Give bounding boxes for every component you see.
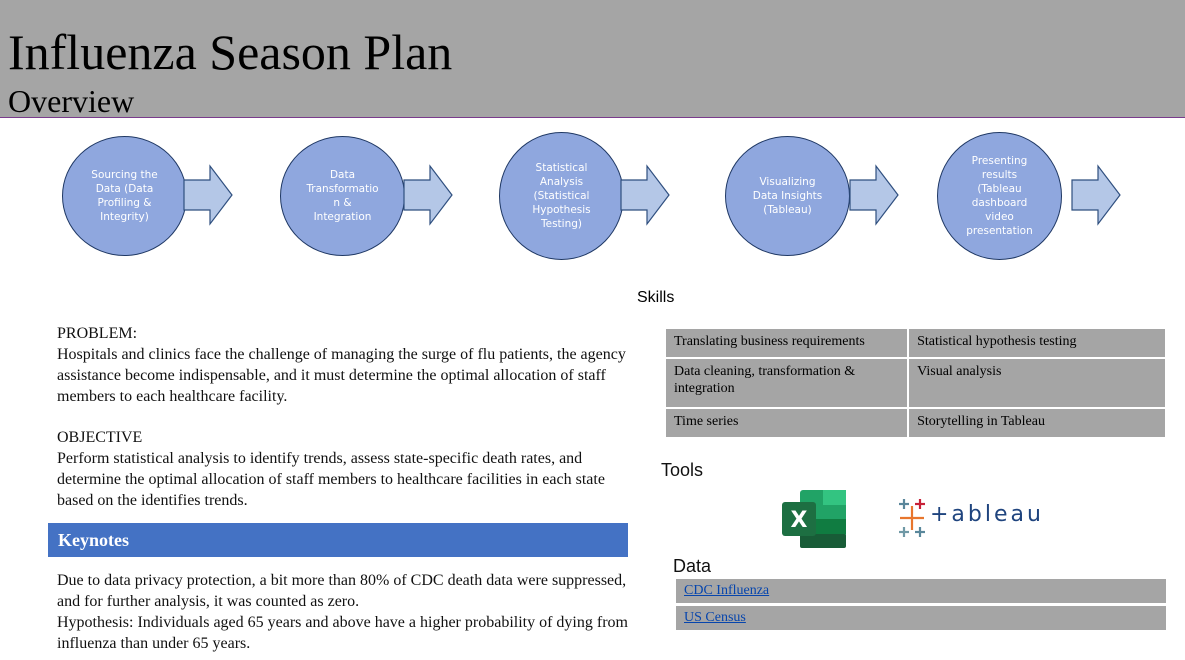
excel-icon: X	[782, 490, 846, 548]
link-cdc-influenza[interactable]: CDC Influenza	[676, 579, 1166, 603]
skills-heading: Skills	[637, 289, 675, 306]
page-subtitle: Overview	[8, 83, 135, 119]
keynotes-line-hypothesis: Hypothesis: Individuals aged 65 years an…	[57, 614, 628, 652]
tableau-logo	[899, 499, 925, 537]
page-title: Influenza Season Plan	[8, 24, 453, 80]
objective-section: OBJECTIVE Perform statistical analysis t…	[57, 427, 637, 511]
tools-heading: Tools	[661, 460, 704, 480]
skill-cell: Storytelling in Tableau	[907, 407, 1167, 439]
tableau-wordmark: +ableau	[930, 502, 1044, 527]
process-step-sourcing: Sourcing the Data (Data Profiling & Inte…	[62, 136, 187, 256]
excel-glyph: X	[791, 508, 808, 533]
arrow-right-icon	[403, 164, 453, 226]
skill-cell: Visual analysis	[907, 357, 1167, 409]
skill-cell: Data cleaning, transformation & integrat…	[663, 357, 910, 409]
skill-cell: Time series	[663, 407, 910, 439]
process-step-presenting: Presenting results (Tableau dashboard vi…	[937, 132, 1062, 260]
arrow-right-icon	[849, 164, 899, 226]
objective-heading: OBJECTIVE	[57, 429, 143, 446]
title-banner: Influenza Season Plan Overview	[0, 0, 1185, 119]
process-step-transformation: Data Transformatio n & Integration	[280, 136, 405, 256]
process-step-visualizing: Visualizing Data Insights (Tableau)	[725, 136, 850, 256]
problem-text: Hospitals and clinics face the challenge…	[57, 346, 626, 405]
arrow-right-icon	[1071, 164, 1121, 226]
link-us-census[interactable]: US Census	[676, 606, 1166, 630]
keynotes-heading: Keynotes	[48, 523, 628, 557]
keynotes-body: Due to data privacy protection, a bit mo…	[57, 570, 647, 654]
skills-table: Translating business requirements Statis…	[663, 327, 1167, 439]
process-step-analysis: Statistical Analysis (Statistical Hypoth…	[499, 132, 624, 260]
objective-text: Perform statistical analysis to identify…	[57, 450, 605, 509]
data-heading: Data	[673, 556, 712, 576]
arrow-right-icon	[183, 164, 233, 226]
table-row: Translating business requirements Statis…	[663, 327, 1167, 359]
table-row: Time series Storytelling in Tableau	[663, 407, 1167, 439]
problem-section: PROBLEM: Hospitals and clinics face the …	[57, 323, 637, 407]
skill-cell: Translating business requirements	[663, 327, 910, 359]
arrow-right-icon	[620, 164, 670, 226]
keynotes-line-privacy: Due to data privacy protection, a bit mo…	[57, 572, 627, 610]
table-row: Data cleaning, transformation & integrat…	[663, 357, 1167, 409]
problem-heading: PROBLEM:	[57, 325, 138, 342]
skill-cell: Statistical hypothesis testing	[907, 327, 1167, 359]
